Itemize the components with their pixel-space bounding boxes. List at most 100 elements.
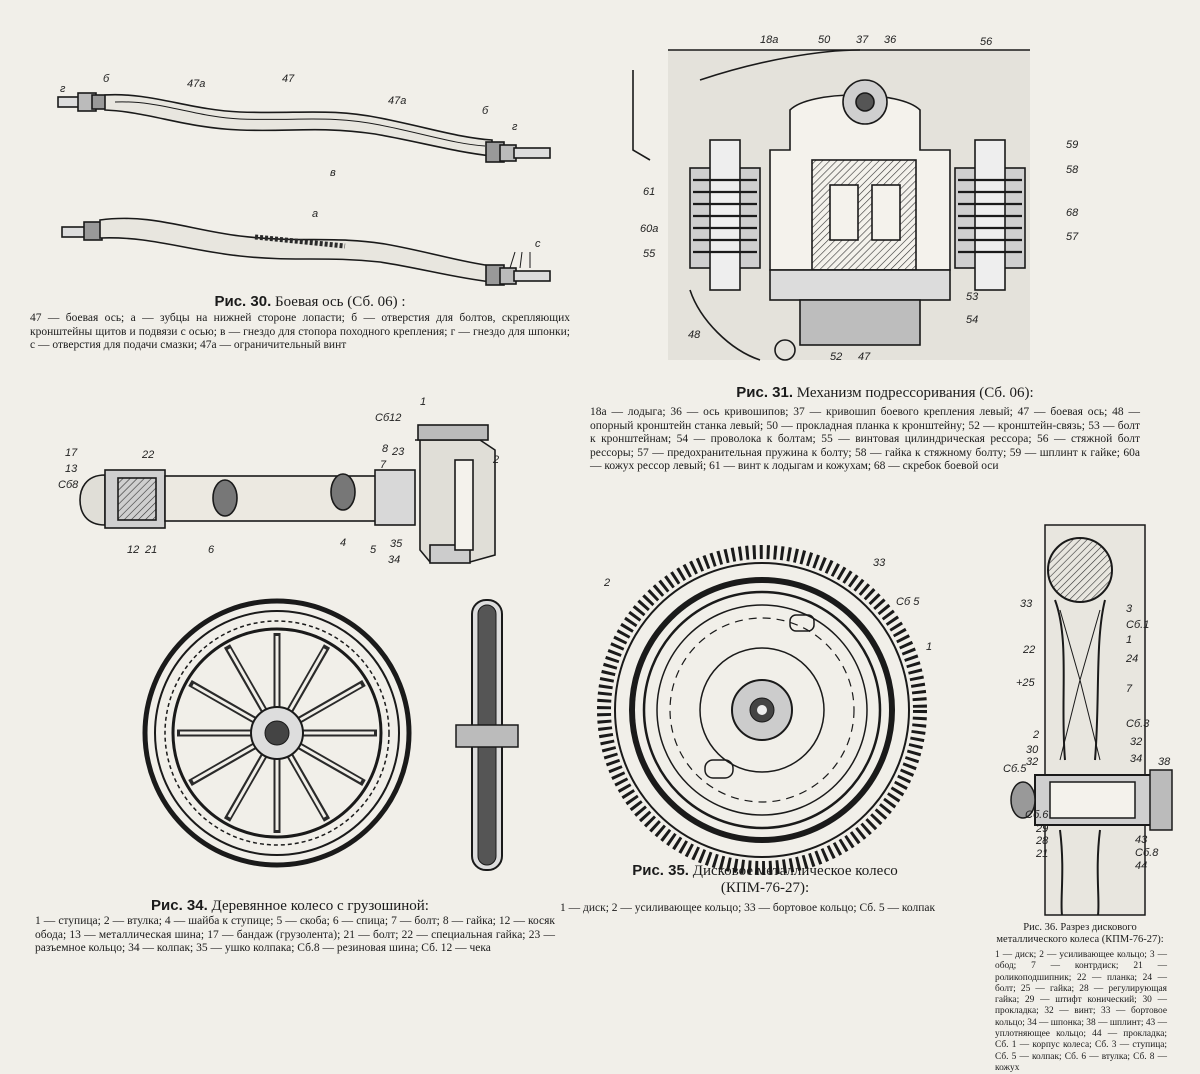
fig31-callout: 36 xyxy=(884,34,897,46)
fig30-callout: с xyxy=(535,238,541,250)
fig31-callout: 59 xyxy=(1066,139,1078,151)
fig30-number: Рис. 30. xyxy=(214,293,272,310)
fig31-callout: 57 xyxy=(1066,231,1079,243)
fig36-callout: Сб.1 xyxy=(1126,619,1149,631)
fig36-callout: 28 xyxy=(1035,835,1049,847)
fig30-callout: в xyxy=(330,167,336,179)
axle-bottom-view xyxy=(61,217,551,286)
fig30-callout: 47а xyxy=(388,95,406,107)
fig34-callout: 8 xyxy=(382,443,389,455)
fig31-callout: 50 xyxy=(818,34,831,46)
fig36-callout: 21 xyxy=(1035,848,1048,860)
fig34-caption: Рис. 34. Деревянное колесо с грузошиной: xyxy=(120,897,460,915)
fig30-title: Боевая ось (Сб. 06) : xyxy=(275,294,406,310)
fig34-title: Деревянное колесо с грузошиной: xyxy=(211,898,429,914)
fig35-callout: 33 xyxy=(873,557,886,569)
fig36-callout: 29 xyxy=(1035,823,1048,835)
fig34-callout: 6 xyxy=(208,544,215,556)
fig36-callout: 7 xyxy=(1126,683,1133,695)
fig36-callout: Сб.5 xyxy=(1003,763,1027,775)
fig31-callout: 37 xyxy=(856,34,869,46)
fig31-drawing xyxy=(632,49,1030,361)
fig36-callout: Сб.6 xyxy=(1025,809,1049,821)
fig34-legend: 1 — ступица; 2 — втулка; 4 — шайба к сту… xyxy=(35,915,555,954)
fig36-callout: 1 xyxy=(1126,634,1132,646)
fig36-callout: 32 xyxy=(1026,756,1038,768)
fig34-callout: 34 xyxy=(388,554,400,566)
fig31-callout: 68 xyxy=(1066,207,1079,219)
fig31-callout: 18а xyxy=(760,34,778,46)
fig34-number: Рис. 34. xyxy=(151,897,208,914)
fig31-number: Рис. 31. xyxy=(736,384,794,401)
fig34-callout: Сб8 xyxy=(58,479,79,491)
fig34-callout: 17 xyxy=(65,447,78,459)
fig36-callout: 44 xyxy=(1135,860,1147,872)
fig31-callout: 47 xyxy=(858,351,871,363)
fig34-callout: 2 xyxy=(492,454,499,466)
fig36-callout: 24 xyxy=(1125,653,1138,665)
fig36-callout: 32 xyxy=(1130,736,1142,748)
fig31-callout: 48 xyxy=(688,329,701,341)
fig36-legend: 1 — диск; 2 — усиливающее кольцо; 3 — об… xyxy=(995,950,1167,1073)
axle-top-view xyxy=(57,92,551,163)
fig34-section-drawing xyxy=(79,424,496,564)
fig31-callout: 60а xyxy=(640,223,658,235)
fig36-callout: 33 xyxy=(1020,598,1033,610)
fig36-callout: 34 xyxy=(1130,753,1142,765)
fig30-callouts: г б 47а 47 47а б г в а с xyxy=(60,73,541,250)
fig35-callouts: 2 33 Сб 5 1 xyxy=(603,557,932,653)
fig34-callout: 4 xyxy=(340,537,346,549)
fig35-callout: Сб 5 xyxy=(896,596,920,608)
fig31-title: Механизм подрессоривания (Сб. 06): xyxy=(796,385,1034,401)
fig35-caption: Рис. 35. Дисковое металлическое колесо (… xyxy=(590,862,940,897)
fig34-callout: 13 xyxy=(65,463,78,475)
fig34-callout: 21 xyxy=(144,544,157,556)
fig34-callout: Сб12 xyxy=(375,412,401,424)
fig31-callout: 58 xyxy=(1066,164,1079,176)
fig34-callout: 1 xyxy=(420,396,426,408)
fig30-drawing xyxy=(57,92,551,286)
fig36-callout: 43 xyxy=(1135,834,1148,846)
fig30-callout: б xyxy=(482,105,489,117)
fig36-callout: Сб.3 xyxy=(1126,718,1150,730)
fig36-callout: +25 xyxy=(1016,677,1036,689)
fig31-legend: 18а — лодыга; 36 — ось кривошипов; 37 — … xyxy=(590,406,1140,472)
fig31-callout: 53 xyxy=(966,291,979,303)
fig35-callout: 2 xyxy=(603,577,610,589)
fig35-number: Рис. 35. xyxy=(632,862,689,879)
fig31-callout: 61 xyxy=(643,186,655,198)
fig30-caption: Рис. 30. Боевая ось (Сб. 06) : xyxy=(150,293,470,311)
fig36-callout: 2 xyxy=(1032,729,1039,741)
fig34-callout: 35 xyxy=(390,538,403,550)
fig30-callout: г xyxy=(512,121,518,133)
fig35-subtitle: (КПМ-76-27): xyxy=(720,880,810,896)
fig34-callout: 5 xyxy=(370,544,377,556)
fig30-legend: 47 — боевая ось; а — зубцы на нижней сто… xyxy=(30,312,570,351)
fig36-callouts: 33 3 Сб.1 1 22 24 +25 7 2 Сб.3 30 32 32 … xyxy=(1003,598,1171,872)
fig35-title: Дисковое металлическое колесо xyxy=(692,863,898,879)
fig36-callout: 3 xyxy=(1126,603,1133,615)
fig31-callout: 55 xyxy=(643,248,656,260)
fig36-callout: 30 xyxy=(1026,744,1039,756)
fig31-callout: 56 xyxy=(980,36,993,48)
fig36-callout: 22 xyxy=(1022,644,1035,656)
fig31-callouts: 18а 50 37 36 56 59 58 61 68 60а 57 55 53… xyxy=(640,34,1079,363)
fig30-callout: а xyxy=(312,208,318,220)
fig36-section-drawing xyxy=(1010,524,1173,916)
fig31-caption: Рис. 31. Механизм подрессоривания (Сб. 0… xyxy=(700,384,1070,402)
fig34-callout: 23 xyxy=(391,446,405,458)
fig34-section-callouts: 1 Сб12 17 22 13 Сб8 8 7 23 2 12 21 6 4 5… xyxy=(58,396,499,566)
fig30-callout: 47 xyxy=(282,73,295,85)
fig34-callout: 22 xyxy=(141,449,154,461)
fig36-caption: Рис. 36. Разрез дискового металлического… xyxy=(996,922,1164,945)
fig30-callout: г xyxy=(60,83,66,95)
fig34-callout: 7 xyxy=(380,459,387,471)
fig31-callout: 52 xyxy=(830,351,842,363)
fig34-callout: 12 xyxy=(127,544,139,556)
fig35-callout: 1 xyxy=(926,641,932,653)
fig36-callout: 38 xyxy=(1158,756,1171,768)
fig30-callout: б xyxy=(103,73,110,85)
fig35-wheel-drawing xyxy=(597,545,927,875)
fig31-callout: 54 xyxy=(966,314,978,326)
